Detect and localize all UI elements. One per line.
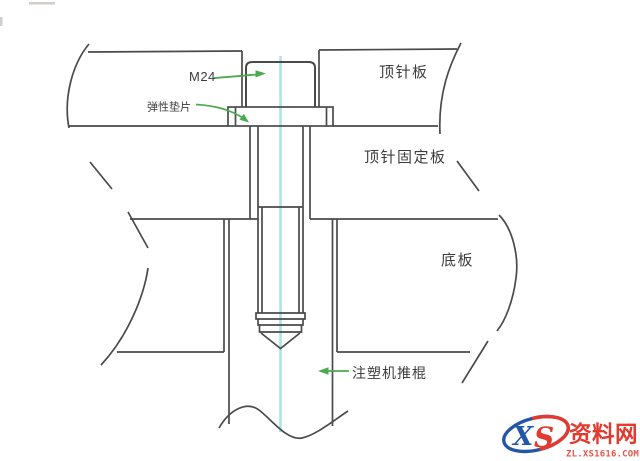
- ejector-plate-right-break-curve: [438, 42, 462, 135]
- bottom-plate-lower-right-break-mark: [461, 340, 489, 384]
- label-ejector-plate: 顶针板: [379, 63, 429, 81]
- bottom-plate-upper-left-break-mark: [127, 211, 149, 249]
- drawing-lines: [66, 42, 518, 439]
- label-elastic-washer: 弹性垫片: [147, 100, 191, 114]
- m24-arrowhead-icon: [255, 70, 266, 78]
- ejector-plate-left-break-curve: [66, 43, 90, 129]
- washer-leader-line: [195, 103, 244, 119]
- scan-artifact: [29, 2, 55, 5]
- watermark-site-url: ZL.XS1616.COM: [566, 450, 639, 460]
- ejector-plate-top-edge-left: [87, 50, 243, 53]
- watermark-logo-letter-s: S: [534, 421, 554, 454]
- scan-artifact: [0, 17, 3, 26]
- ejector-plate-top-edge-right: [318, 48, 458, 51]
- push-rod-arrowhead-icon: [318, 367, 329, 375]
- bolt-head-outline: [245, 61, 316, 107]
- retainer-plate-right-break-mark: [456, 160, 480, 192]
- bolt-tip-ring-2: [257, 319, 304, 326]
- watermark-site-name: 资料网: [569, 422, 638, 447]
- label-bottom-plate: 底板: [441, 251, 474, 269]
- retainer-plate-left-break-mark: [89, 161, 113, 190]
- watermark: X S 资料网 ZL.XS1616.COM: [502, 414, 639, 460]
- elastic-washer-outline: [227, 106, 334, 127]
- watermark-red-swoosh: [531, 414, 570, 452]
- m24-leader-line: [213, 73, 257, 79]
- bottom-plate-right-break-curve: [496, 214, 518, 332]
- label-machine-push-rod: 注塑机推棍: [352, 365, 427, 381]
- bolt-tip-cone: [260, 332, 301, 350]
- bottom-plate-left-break-curve: [100, 267, 149, 366]
- watermark-logo-icon: [502, 414, 570, 454]
- annotation-arrows: [195, 70, 349, 375]
- watermark-logo-letter-x: X: [511, 422, 535, 452]
- washer-arrowhead-icon: [239, 113, 249, 123]
- bolt-tip-ring-3: [258, 325, 303, 333]
- label-m24: M24: [189, 69, 216, 84]
- push-rod-bottom-break-curve: [218, 405, 349, 439]
- bolt-tip-ring-1: [255, 312, 306, 320]
- label-ejector-retainer-plate: 顶针固定板: [364, 148, 447, 166]
